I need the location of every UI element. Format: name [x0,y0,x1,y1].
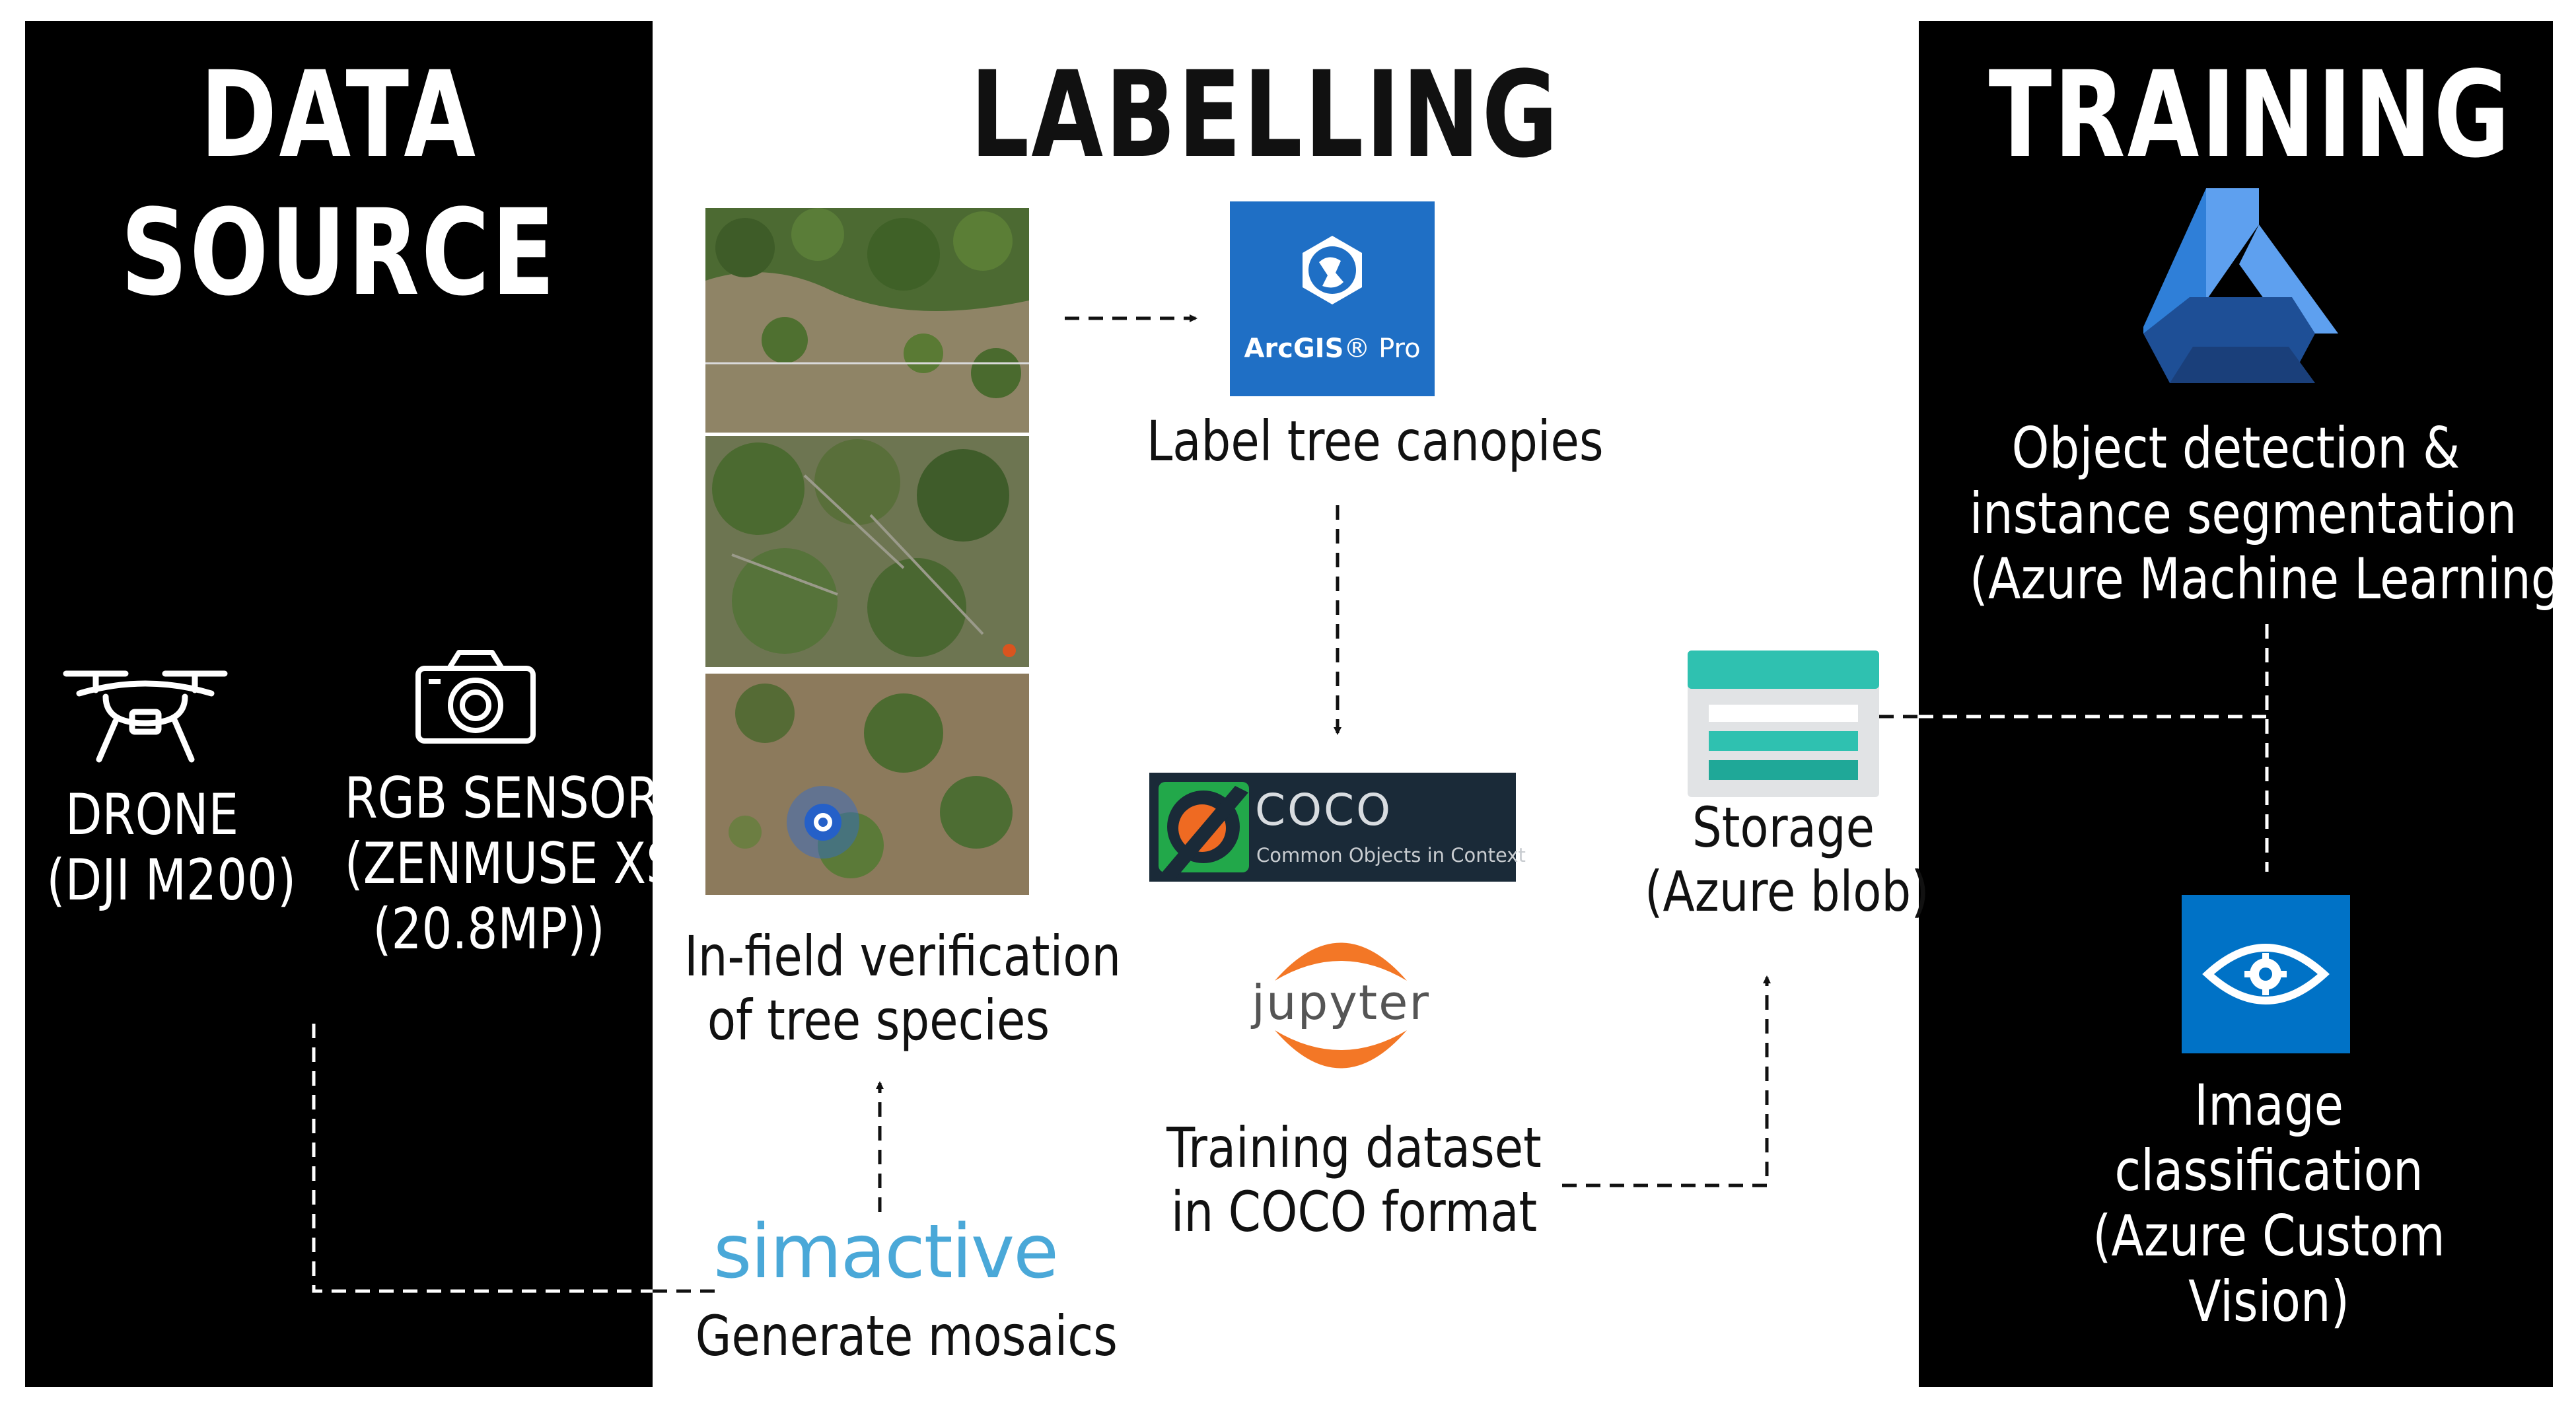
training-dataset-line-1: Training dataset [1166,1115,1542,1180]
verification-line-2: of tree species [707,987,1050,1053]
simactive-caption: Generate mosaics [695,1304,1118,1368]
simactive-logo: simactive [713,1209,1059,1295]
custom-vision-line-1: Image [2194,1073,2344,1139]
aerial-photo-3 [705,674,1029,895]
camera-icon [413,647,538,746]
drone-model: (DJI M200) [46,847,297,913]
coco-logo-text: COCO [1255,785,1393,835]
verification-line-1: In-field verification [684,924,1122,989]
azure-ml-icon [2143,185,2338,383]
verification-caption: In-field verification of tree species [684,924,1122,1053]
sensor-resolution: (20.8MP)) [373,896,605,962]
custom-vision-line-3: (Azure Custom [2093,1203,2445,1269]
aerial-photo-1 [705,208,1029,433]
storage-label: Storage [1692,795,1875,860]
storage-detail: (Azure blob) [1645,859,1929,924]
jupyter-logo: jupyter [1242,918,1440,1090]
azure-ml-line-1: Object detection & [2011,415,2460,481]
storage-icon [1688,651,1879,797]
arcgis-label: Label tree canopies [1147,409,1604,474]
labelling-title: LABELLING [970,46,1560,184]
connector-dataset-to-storage [1562,975,1771,1187]
arcgis-logo: ArcGIS® Pro [1230,201,1435,396]
coco-logo: COCO Common Objects in Context [1149,773,1526,882]
custom-vision-line-4: Vision) [2188,1268,2349,1335]
arcgis-logo-text: ArcGIS [1244,334,1344,364]
azure-ml-caption: Object detection & instance segmentation… [1969,415,2576,612]
training-dataset-caption: Training dataset in COCO format [1160,1116,1548,1244]
drone-icon [53,647,238,766]
sensor-model: (ZENMUSE XS5 [344,830,707,897]
simactive-label: Generate mosaics [695,1304,1118,1368]
storage-caption: Storage (Azure blob) [1645,795,1929,924]
training-dataset-line-2: in COCO format [1170,1179,1538,1244]
sensor-caption: RGB SENSOR (ZENMUSE XS5 (20.8MP)) [344,765,707,962]
drone-label: DRONE [65,782,239,848]
azure-ml-line-2: instance segmentation [1969,480,2517,547]
data-source-title: DATA SOURCE [120,46,557,322]
training-title: TRAINING [1988,46,2512,184]
coco-logo-subtext: Common Objects in Context [1256,844,1526,866]
custom-vision-caption: Image classification (Azure Custom Visio… [2044,1073,2493,1335]
drone-caption: DRONE (DJI M200) [46,782,297,913]
arcgis-logo-suffix: ® Pro [1343,334,1421,364]
aerial-photo-2 [705,436,1029,667]
arcgis-caption: Label tree canopies [1147,409,1604,474]
sensor-label: RGB SENSOR [344,765,660,831]
custom-vision-line-2: classification [2114,1137,2423,1204]
azure-ml-line-3: (Azure Machine Learning) [1969,546,2576,612]
custom-vision-icon [2182,895,2350,1053]
jupyter-logo-text: jupyter [1251,975,1431,1030]
